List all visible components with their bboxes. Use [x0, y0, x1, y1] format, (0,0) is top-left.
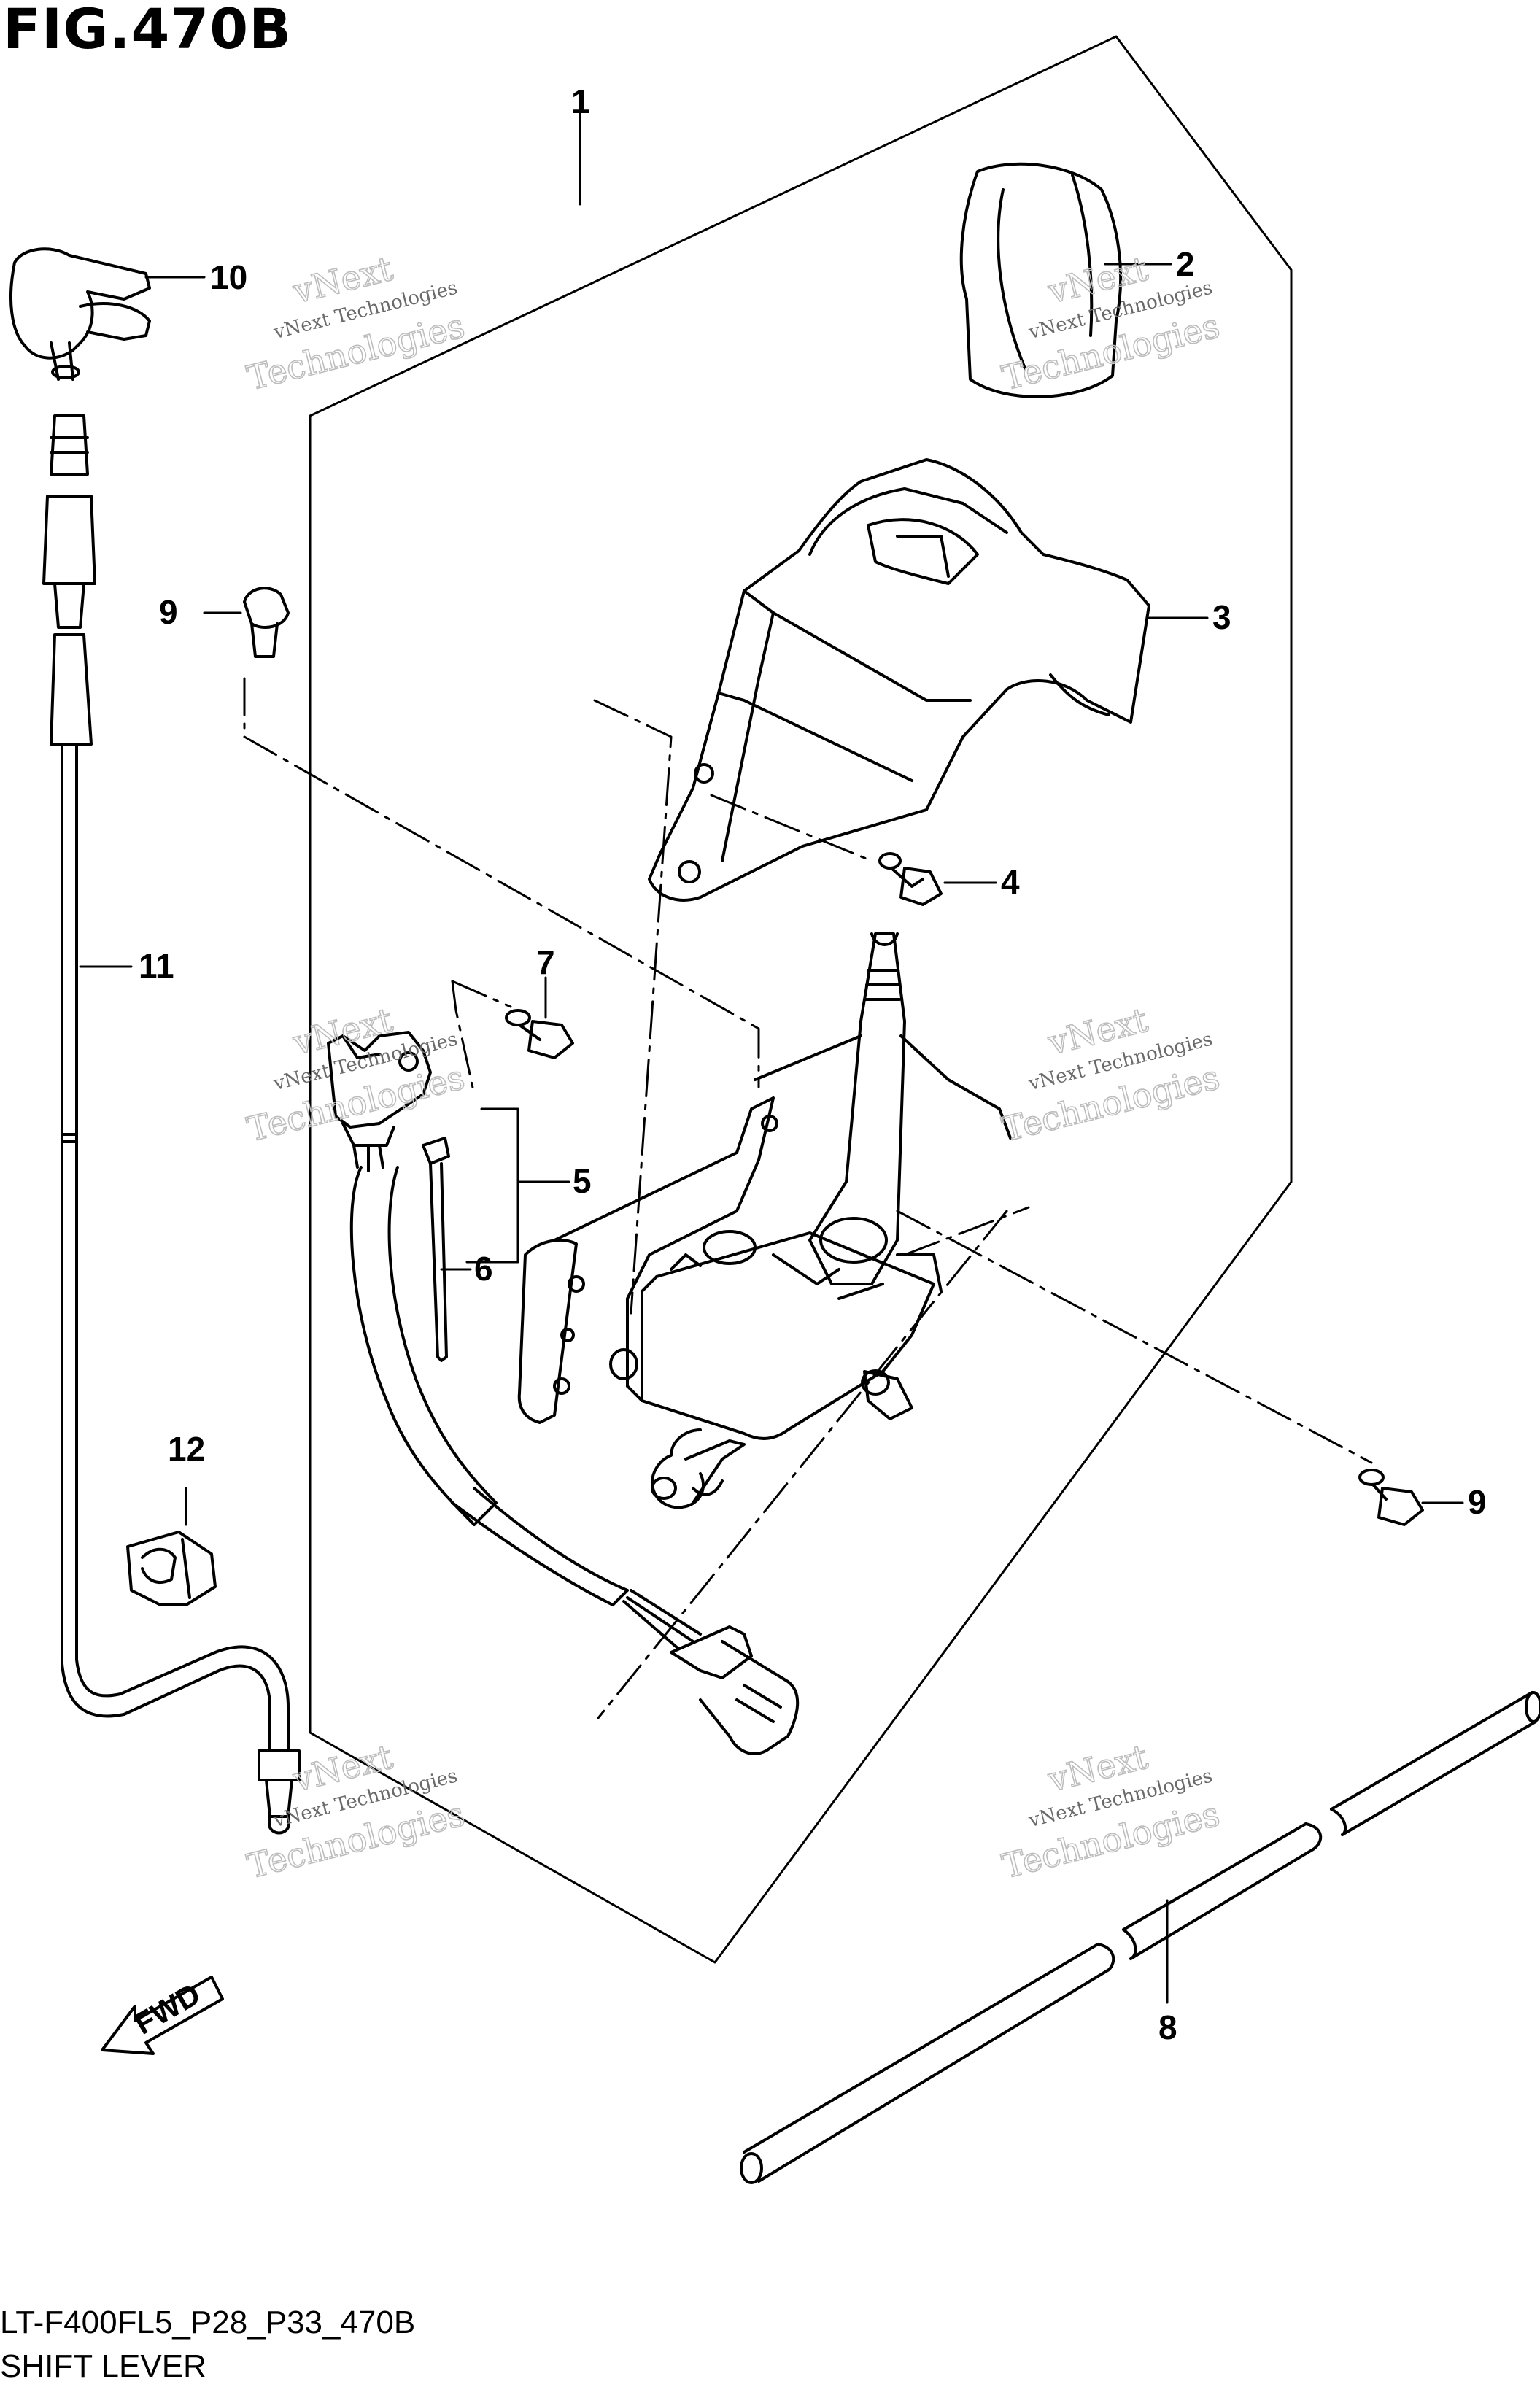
bolt-9-right — [1358, 1469, 1424, 1526]
callout-labels: 1 2 3 4 5 6 7 8 9 9 10 11 12 — [139, 82, 1487, 2046]
callout-9-left: 9 — [159, 593, 178, 631]
leader-lines — [79, 112, 1464, 2004]
watermark-4: vNext vNext Technologies Technologies — [998, 999, 1224, 1150]
callout-8: 8 — [1158, 2008, 1177, 2046]
callout-5: 5 — [573, 1162, 592, 1200]
shift-lever-bracket — [517, 932, 1012, 1509]
alignment-lines — [243, 677, 1373, 1719]
callout-1: 1 — [571, 82, 590, 120]
callout-11: 11 — [139, 947, 174, 985]
figure-name: SHIFT LEVER — [0, 2348, 206, 2384]
callout-12: 12 — [168, 1430, 205, 1468]
switch-harness — [327, 1031, 800, 1755]
figure-code: LT-F400FL5_P28_P33_470B — [0, 2305, 416, 2340]
callout-6: 6 — [474, 1250, 493, 1288]
watermark-5: vNext vNext Technologies Technologies — [243, 1736, 469, 1887]
callout-9-right: 9 — [1468, 1483, 1487, 1521]
callout-4: 4 — [1001, 863, 1020, 901]
watermarks: vNext vNext Technologies Technologies vN… — [243, 248, 1224, 1887]
fwd-arrow — [101, 1976, 224, 2055]
assembly-outline — [309, 35, 1293, 1964]
cable-tie — [422, 1137, 450, 1362]
lever-rod — [740, 1691, 1540, 2184]
shift-knob — [959, 162, 1123, 398]
watermark-3: vNext vNext Technologies Technologies — [243, 999, 469, 1150]
bolt-7 — [505, 1009, 574, 1059]
callout-2: 2 — [1176, 245, 1195, 283]
cable-clip — [126, 1531, 217, 1606]
shift-cable — [9, 247, 301, 1835]
watermark-6: vNext vNext Technologies Technologies — [998, 1736, 1224, 1887]
callout-3: 3 — [1212, 598, 1231, 636]
callout-10: 10 — [210, 258, 247, 296]
callout-7: 7 — [536, 943, 555, 981]
lever-cover — [648, 458, 1150, 902]
bolt-4 — [878, 852, 943, 906]
figure-title: FIG.470B — [3, 0, 293, 61]
watermark-1: vNext vNext Technologies Technologies — [243, 248, 469, 398]
bolt-9-left — [243, 587, 290, 658]
